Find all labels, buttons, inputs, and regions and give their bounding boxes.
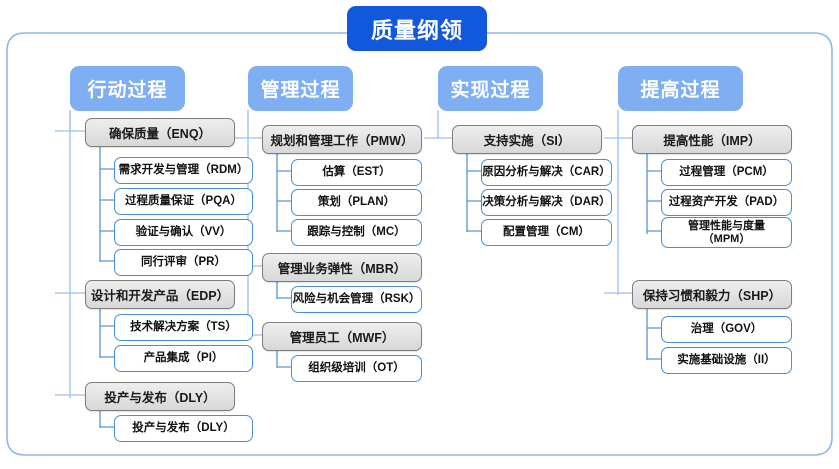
leaf-vv[interactable]: 验证与确认（VV） [114,219,253,246]
column-header-improvement-process[interactable]: 提高过程 [618,66,743,111]
group-box-enq[interactable]: 确保质量（ENQ） [85,118,235,147]
leaf-pad[interactable]: 过程资产开发（PAD） [661,189,792,216]
leaf-ii[interactable]: 实施基础设施（II） [661,347,792,374]
column-header-management-process[interactable]: 管理过程 [248,66,353,111]
leaf-car[interactable]: 原因分析与解决（CAR） [481,159,612,186]
leaf-rdm[interactable]: 需求开发与管理（RDM） [114,157,253,184]
group-box-imp[interactable]: 提高性能（IMP） [632,125,792,154]
leaf-pqa[interactable]: 过程质量保证（PQA） [114,188,253,215]
group-box-si[interactable]: 支持实施（SI） [452,125,602,154]
page-title: 质量纲领 [347,6,487,51]
leaf-dar[interactable]: 决策分析与解决（DAR） [481,189,612,216]
leaf-mc[interactable]: 跟踪与控制（MC） [291,219,422,246]
group-box-mwf[interactable]: 管理员工（MWF） [262,322,422,351]
leaf-ts[interactable]: 技术解决方案（TS） [114,314,253,341]
group-box-shp[interactable]: 保持习惯和毅力（SHP） [632,280,792,309]
group-box-edp[interactable]: 设计和开发产品（EDP） [85,280,235,309]
group-box-mbr[interactable]: 管理业务弹性（MBR） [262,253,422,282]
group-box-pmw[interactable]: 规划和管理工作（PMW） [262,125,422,154]
leaf-dly[interactable]: 投产与发布（DLY） [114,415,253,442]
leaf-pi[interactable]: 产品集成（PI） [114,345,253,372]
leaf-gov[interactable]: 治理（GOV） [661,316,792,343]
leaf-ot[interactable]: 组织级培训（OT） [291,355,422,382]
leaf-est[interactable]: 估算（EST） [291,159,422,186]
group-box-dly[interactable]: 投产与发布（DLY） [85,382,235,411]
leaf-plan[interactable]: 策划（PLAN） [291,189,422,216]
leaf-rsk[interactable]: 风险与机会管理（RSK） [291,286,422,313]
leaf-cm[interactable]: 配置管理（CM） [481,219,612,246]
leaf-pr[interactable]: 同行评审（PR） [114,249,253,276]
column-header-realization-process[interactable]: 实现过程 [438,66,543,111]
leaf-pcm[interactable]: 过程管理（PCM） [661,159,792,186]
column-header-action-process[interactable]: 行动过程 [70,66,185,111]
leaf-mpm[interactable]: 管理性能与度量 （MPM） [661,217,792,248]
